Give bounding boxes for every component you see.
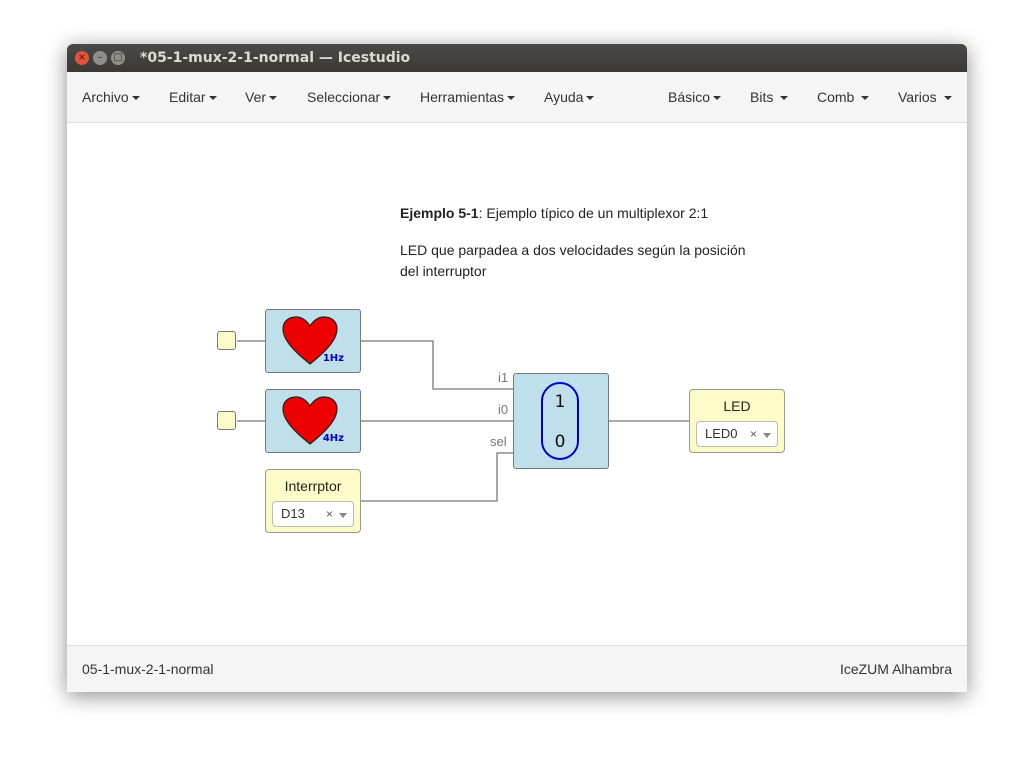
menu-editar[interactable]: Editar (169, 72, 217, 122)
menu-varios[interactable]: Varios (898, 72, 952, 122)
switch-name: Interrptor (284, 478, 342, 494)
caret-down-icon (269, 96, 278, 101)
comment-title-rest: : Ejemplo típico de un multiplexor 2:1 (478, 205, 709, 221)
menu-ayuda[interactable]: Ayuda (544, 72, 595, 122)
menu-comb[interactable]: Comb (817, 72, 870, 122)
mux-2-1-block[interactable]: 1 0 (513, 373, 609, 469)
board-name[interactable]: IceZUM Alhambra (839, 661, 952, 677)
title-bar[interactable]: × – □ *05-1-mux-2-1-normal — Icestudio (67, 44, 967, 72)
comment-title: Ejemplo 5-1: Ejemplo típico de un multip… (400, 203, 760, 224)
close-window-button[interactable]: × (75, 51, 89, 65)
port-label-i0: i0 (498, 402, 509, 417)
wire-heart1-to-i1[interactable] (361, 340, 514, 390)
caret-down-icon (383, 96, 392, 101)
menu-label: Archivo (82, 89, 129, 105)
menu-bar: Archivo Editar Ver Seleccionar Herramien… (67, 72, 967, 123)
caret-down-icon (208, 96, 217, 101)
comment-title-bold: Ejemplo 5-1 (400, 205, 479, 221)
frequency-label: 4Hz (322, 433, 344, 444)
menu-bits[interactable]: Bits (750, 72, 789, 122)
switch-pin-select[interactable]: D13 × (272, 501, 354, 527)
project-name: 05-1-mux-2-1-normal (82, 661, 214, 677)
maximize-window-button[interactable]: □ (111, 51, 125, 65)
caret-down-icon (131, 96, 140, 101)
led-output-block[interactable]: LED LED0 × (689, 389, 785, 453)
clear-icon[interactable]: × (749, 427, 757, 441)
clock-input-port[interactable] (217, 331, 236, 350)
menu-label: Básico (668, 89, 711, 105)
menu-label: Comb (817, 89, 855, 105)
dropdown-arrow-icon[interactable] (339, 513, 347, 518)
menu-archivo[interactable]: Archivo (82, 72, 140, 122)
port-label-i1: i1 (498, 370, 509, 385)
status-footer: 05-1-mux-2-1-normal IceZUM Alhambra (67, 645, 967, 692)
led-name: LED (723, 398, 751, 414)
heartbeat-block-4hz[interactable]: 4Hz (265, 389, 361, 453)
menu-label: Ver (245, 89, 267, 105)
comment-body: LED que parpadea a dos velocidades según… (400, 242, 746, 279)
clear-icon[interactable]: × (325, 507, 333, 521)
caret-down-icon (780, 96, 789, 101)
window-title: *05-1-mux-2-1-normal — Icestudio (140, 50, 411, 66)
menu-label: Bits (750, 89, 774, 105)
mux-input-0-label: 0 (554, 432, 566, 452)
caret-down-icon (861, 96, 870, 101)
wire-switch-to-sel[interactable] (361, 452, 514, 502)
minimize-window-button[interactable]: – (93, 51, 107, 65)
heart-icon (282, 396, 338, 445)
menu-ver[interactable]: Ver (245, 72, 278, 122)
heart-icon (282, 316, 338, 365)
menu-basico[interactable]: Básico (668, 72, 722, 122)
caret-down-icon (713, 96, 722, 101)
dropdown-arrow-icon[interactable] (763, 433, 771, 438)
menu-seleccionar[interactable]: Seleccionar (307, 72, 392, 122)
menu-label: Editar (169, 89, 206, 105)
switch-input-block[interactable]: Interrptor D13 × (265, 469, 361, 533)
frequency-label: 1Hz (322, 353, 344, 364)
port-label-sel: sel (490, 434, 507, 449)
caret-down-icon (507, 96, 516, 101)
mux-input-1-label: 1 (554, 392, 566, 412)
menu-label: Ayuda (544, 89, 584, 105)
app-window: × – □ *05-1-mux-2-1-normal — Icestudio A… (67, 44, 967, 692)
menu-label: Seleccionar (307, 89, 381, 105)
clock-input-port[interactable] (217, 411, 236, 430)
pin-value: LED0 (705, 426, 738, 441)
led-pin-select[interactable]: LED0 × (696, 421, 778, 447)
caret-down-icon (943, 96, 952, 101)
menu-herramientas[interactable]: Herramientas (420, 72, 516, 122)
caret-down-icon (586, 96, 595, 101)
comment-block[interactable]: Ejemplo 5-1: Ejemplo típico de un multip… (400, 203, 760, 298)
menu-label: Herramientas (420, 89, 505, 105)
design-canvas[interactable]: Ejemplo 5-1: Ejemplo típico de un multip… (67, 123, 967, 645)
pin-value: D13 (281, 506, 305, 521)
mux-symbol: 1 0 (541, 382, 579, 460)
menu-label: Varios (898, 89, 937, 105)
heartbeat-block-1hz[interactable]: 1Hz (265, 309, 361, 373)
